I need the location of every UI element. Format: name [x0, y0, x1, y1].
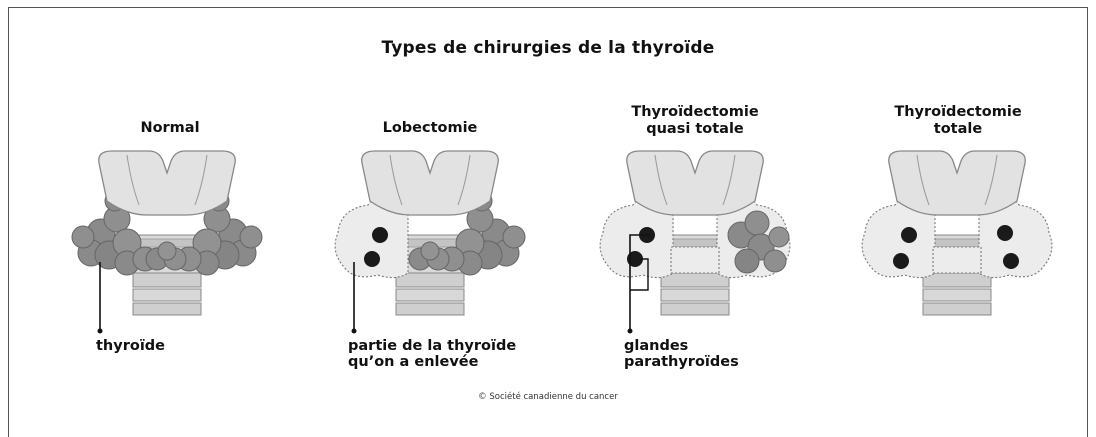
pointer-dot-parathyroid — [628, 329, 633, 334]
caption-removed-part: partie de la thyroïde qu’on a enlevée — [348, 338, 516, 370]
pointer-dot-thyroid — [98, 329, 103, 334]
pointer-dot-removed-part — [352, 329, 357, 334]
total-thyroidectomy-drawing — [862, 151, 1052, 315]
copyright-credit: © Société canadienne du cancer — [0, 392, 1096, 402]
caption-parathyroid-glands: glandes parathyroïdes — [624, 338, 739, 370]
caption-thyroid: thyroïde — [96, 338, 165, 354]
lobectomy-drawing — [335, 151, 525, 315]
near-total-thyroidectomy-drawing — [600, 151, 790, 315]
